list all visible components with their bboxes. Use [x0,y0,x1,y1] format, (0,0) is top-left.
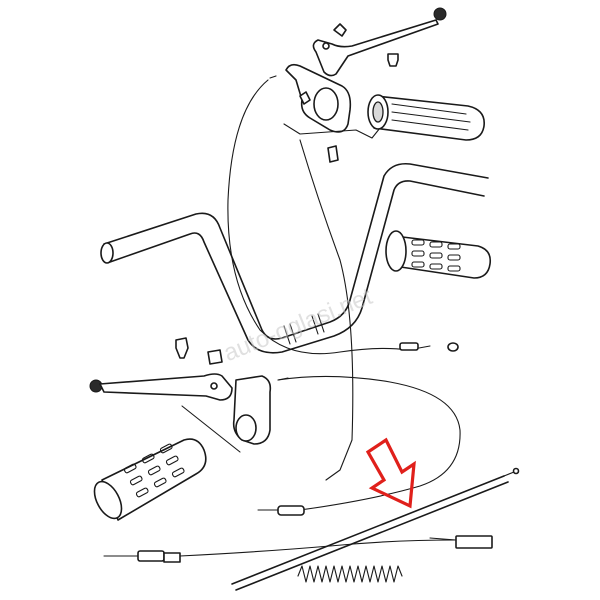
throttle-cable [277,375,461,511]
cable-end-fitting [399,342,419,351]
left-grip-end [93,480,123,520]
handlebar-end-left [100,242,114,264]
cable-adjuster [277,505,305,516]
right-lever-assembly [283,7,447,163]
left-clutch-lever [99,373,233,401]
highlight-arrow [365,437,416,509]
right-brake-lever [312,19,439,77]
lever-ball-end-right [433,7,447,21]
return-spring [297,565,403,583]
lever-pivot-hole [322,42,330,50]
left-housing-bore [235,414,257,442]
throttle-grip-end [385,230,407,272]
red-arrow-outline [365,437,416,509]
left-grip [93,438,207,521]
left-grip-body [101,438,207,521]
brake-cable [299,139,354,441]
throttle-grip [385,230,492,279]
pivot-bolt-right [387,53,399,67]
cables-upper [227,75,459,441]
small-screw-left [207,349,223,365]
clamp-screw [327,145,339,163]
clutch-cable [227,79,409,355]
cable-end-block [455,535,493,549]
adjuster-nut [299,91,311,105]
highlighted-cable [231,467,520,591]
small-screw-top [333,23,347,37]
handlebar [100,162,489,354]
left-lever-assembly [89,337,272,453]
grip-pattern [411,239,461,272]
outer-cable [231,475,505,585]
right-grip-body [373,95,485,141]
left-grip-pattern [123,443,185,498]
cable-coupling [137,550,165,562]
housing-bore [313,87,339,121]
cable-barrel [447,342,459,352]
pivot-bolt-left [175,337,189,359]
right-grip [367,94,485,141]
